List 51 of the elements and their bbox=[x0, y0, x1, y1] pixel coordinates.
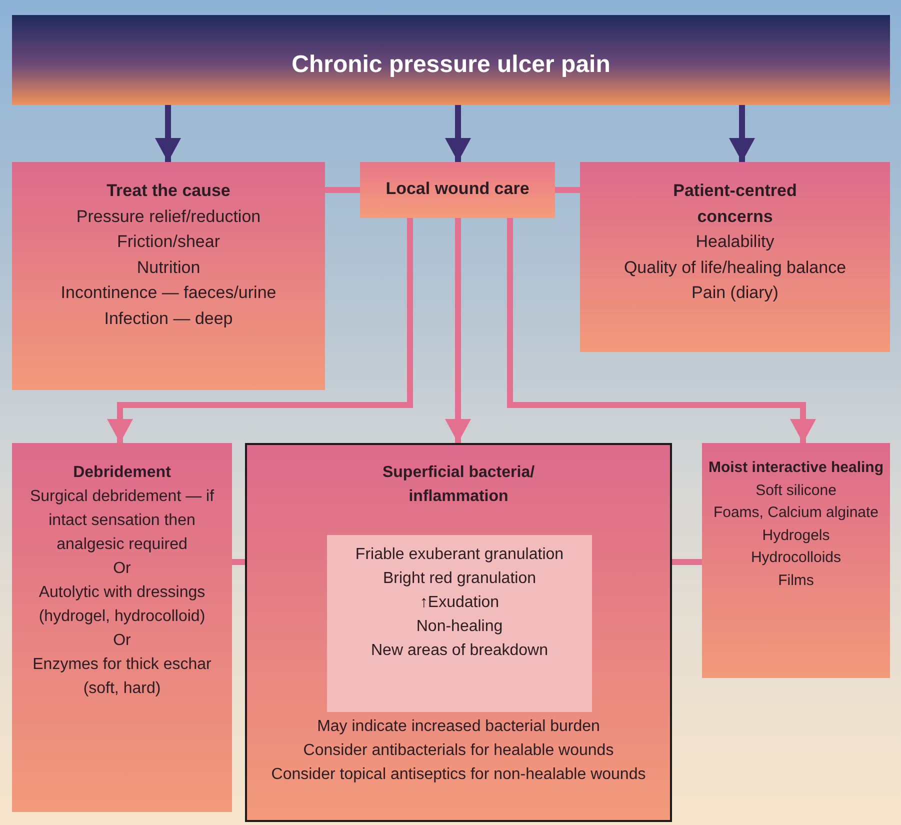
process-box bbox=[580, 162, 890, 352]
list-item: Friable exuberant granulation bbox=[355, 545, 564, 565]
list-item: Quality of life/healing balance bbox=[624, 256, 846, 278]
list-item: Surgical debridement — if intact sensation then analgesic required bbox=[28, 487, 216, 555]
list-item: Nutrition bbox=[136, 256, 200, 278]
process-box bbox=[702, 443, 890, 678]
list-item: Infection — deep bbox=[104, 308, 233, 330]
list-panel bbox=[327, 535, 592, 712]
list-item: Hydrogels bbox=[762, 526, 830, 546]
list-item: Bright red granulation bbox=[383, 569, 536, 589]
list-item: May indicate increased bacterial burden bbox=[317, 717, 600, 737]
arrow bbox=[445, 218, 471, 443]
list-item: Consider antibacterials for healable wounds bbox=[303, 741, 614, 761]
process-box bbox=[12, 162, 325, 390]
box-heading: Moist interactive healing bbox=[708, 458, 884, 478]
arrow bbox=[107, 218, 413, 443]
list-item: Soft silicone bbox=[756, 480, 836, 500]
box-heading: Debridement bbox=[73, 463, 171, 483]
list-item: Films bbox=[778, 570, 814, 590]
list-item: New areas of breakdown bbox=[371, 641, 548, 661]
process-box bbox=[12, 443, 232, 812]
list-item: Pressure relief/reduction bbox=[76, 206, 261, 228]
list-item: Consider topical antiseptics for non-healable wounds bbox=[271, 765, 646, 785]
arrow bbox=[729, 105, 755, 162]
list-item: Foams, Calcium alginate bbox=[713, 503, 879, 523]
list-item: Incontinence — faeces/urine bbox=[60, 282, 276, 304]
connector-line bbox=[325, 187, 360, 193]
box-heading: Patient-centred concerns bbox=[672, 180, 798, 228]
list-item: Hydrocolloids bbox=[750, 548, 842, 568]
process-box bbox=[360, 162, 555, 218]
box-heading: Superficial bacteria/ inflammation bbox=[381, 463, 536, 507]
list-item: Friction/shear bbox=[117, 231, 220, 253]
process-box bbox=[245, 443, 672, 822]
list-item: Autolytic with dressings (hydrogel, hydrocolloid) bbox=[38, 583, 206, 627]
list-item: Healability bbox=[696, 231, 774, 253]
box-heading: Treat the cause bbox=[106, 180, 230, 202]
list-item: Or bbox=[113, 631, 131, 651]
arrow bbox=[445, 105, 471, 162]
arrow bbox=[507, 218, 816, 443]
list-item: ↑Exudation bbox=[420, 593, 500, 613]
title-banner bbox=[12, 15, 890, 105]
arrow bbox=[155, 105, 181, 162]
list-item: Enzymes for thick eschar (soft, hard) bbox=[32, 655, 212, 699]
banner-title: Chronic pressure ulcer pain bbox=[292, 50, 610, 80]
connector-line bbox=[232, 559, 245, 565]
list-item: Pain (diary) bbox=[692, 282, 778, 304]
list-item: Non-healing bbox=[416, 617, 503, 637]
connector-line bbox=[555, 187, 580, 193]
list-item: Or bbox=[113, 559, 131, 579]
connector-line bbox=[672, 559, 702, 565]
box-heading: Local wound care bbox=[386, 178, 530, 200]
